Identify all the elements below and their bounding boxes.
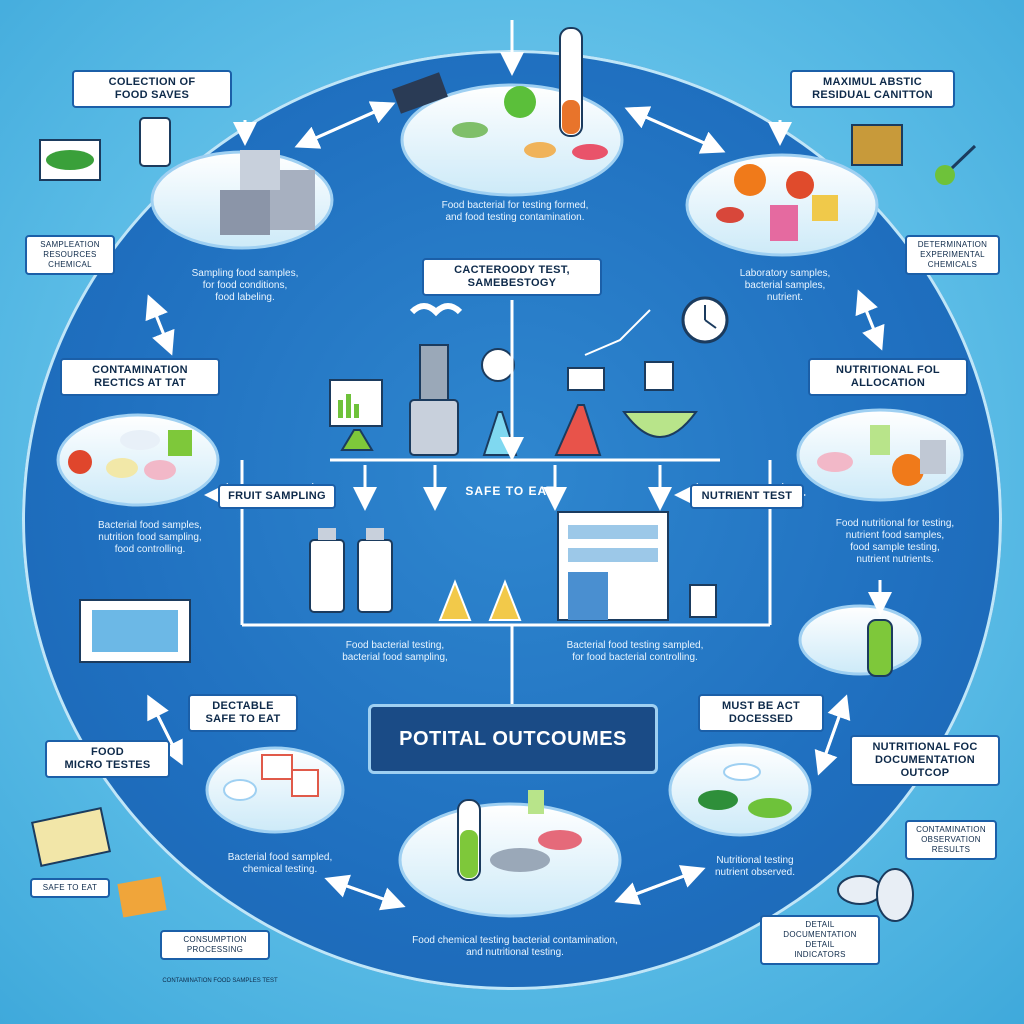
flask-icon — [340, 429, 374, 451]
plate-bottom-right — [668, 743, 812, 837]
potential-outcomes-title: POTITAL OUTCOUMES — [368, 704, 658, 774]
caption-mid-right: Food nutritional for testing, nutrient f… — [835, 518, 955, 565]
label-cactero-test: CACTEROODY TEST, SAMEBESTOGY — [422, 258, 602, 296]
flow-lines — [145, 20, 892, 911]
label-food-tests: FOOD MICRO TESTES — [45, 740, 170, 778]
magnifier-icon — [935, 165, 955, 185]
food-pyramids — [438, 579, 522, 621]
label-bottom-right: DETAIL DOCUMENTATION DETAIL INDICATORS — [760, 915, 880, 965]
caption-top-right: Laboratory samples, bacterial samples, n… — [739, 268, 831, 303]
label-left-notes: SAMPLEATION RESOURCES CHEMICAL — [25, 235, 115, 275]
caption-top-center: Food bacterial for testing formed, and f… — [441, 200, 589, 223]
flask-icon — [554, 404, 602, 456]
orange-icon — [734, 164, 766, 196]
lab-equipment — [329, 296, 729, 456]
plate-bottom-left — [205, 746, 345, 834]
plate-top-right — [685, 124, 977, 257]
safe-to-eat-text: SAFE TO EAT — [465, 484, 555, 498]
apple-icon — [504, 86, 536, 118]
laboratory-building — [557, 511, 717, 621]
bottle-icon — [309, 539, 345, 613]
bottles — [309, 528, 393, 613]
plate-top-center — [392, 27, 624, 197]
label-nutritional-top: NUTRITIONAL FOL ALLOCATION — [808, 358, 968, 396]
label-bottom-right-small: CONTAMINATION OBSERVATION RESULTS — [905, 820, 997, 860]
caption-top-left: Sampling food samples, for food conditio… — [191, 268, 299, 303]
label-nutritional-bottom: NUTRITIONAL FOC DOCUMENTATION OUTCOP — [850, 735, 1000, 786]
label-nutrient-test: NUTRIENT TEST — [690, 484, 804, 509]
plate-mid-right — [796, 408, 964, 502]
label-right-notes: DETERMINATION EXPERIMENTAL CHEMICALS — [905, 235, 1000, 275]
label-dectable: DECTABLE SAFE TO EAT — [188, 694, 298, 732]
caption-footer: CONTAMINATION FOOD SAMPLES TEST — [162, 978, 278, 984]
plate-top-left — [139, 117, 334, 250]
pill-icon — [837, 875, 883, 905]
bowl-icon — [622, 411, 698, 438]
label-fruit-sampling: FRUIT SAMPLING — [218, 484, 336, 509]
label-collection: COLECTION OF FOOD SAVES — [72, 70, 232, 108]
pill-icon — [876, 868, 914, 922]
plate-mid-left — [56, 413, 220, 507]
caption-mid-left: Bacterial food samples, nutrition food s… — [98, 520, 202, 555]
caption-bottom-right: Nutritional testing nutrient observed. — [714, 855, 796, 878]
bottle-icon — [357, 539, 393, 613]
caption-bottom-center: Food chemical testing bacterial contamin… — [412, 935, 618, 958]
label-residual: MAXIMUL ABSTIC RESIDUAL CANITTON — [790, 70, 955, 108]
caption-center-right: Bacterial food testing sampled, for food… — [566, 640, 704, 663]
monitor-icon — [329, 379, 383, 427]
caption-bottom-left: Bacterial food sampled, chemical testing… — [227, 852, 333, 875]
jar-icon — [139, 117, 171, 167]
plate-bottom-center — [398, 790, 622, 918]
label-bottom-left: CONSUMPTION PROCESSING — [160, 930, 270, 960]
caption-center-left: Food bacterial testing, bacterial food s… — [342, 640, 448, 663]
label-must-be: MUST BE ACT DOCESSED — [698, 694, 824, 732]
label-safe: SAFE TO EAT — [30, 878, 110, 898]
clipboard-icon — [31, 807, 111, 867]
label-contamination: CONTAMINATION RECTICS AT TAT — [60, 358, 220, 396]
